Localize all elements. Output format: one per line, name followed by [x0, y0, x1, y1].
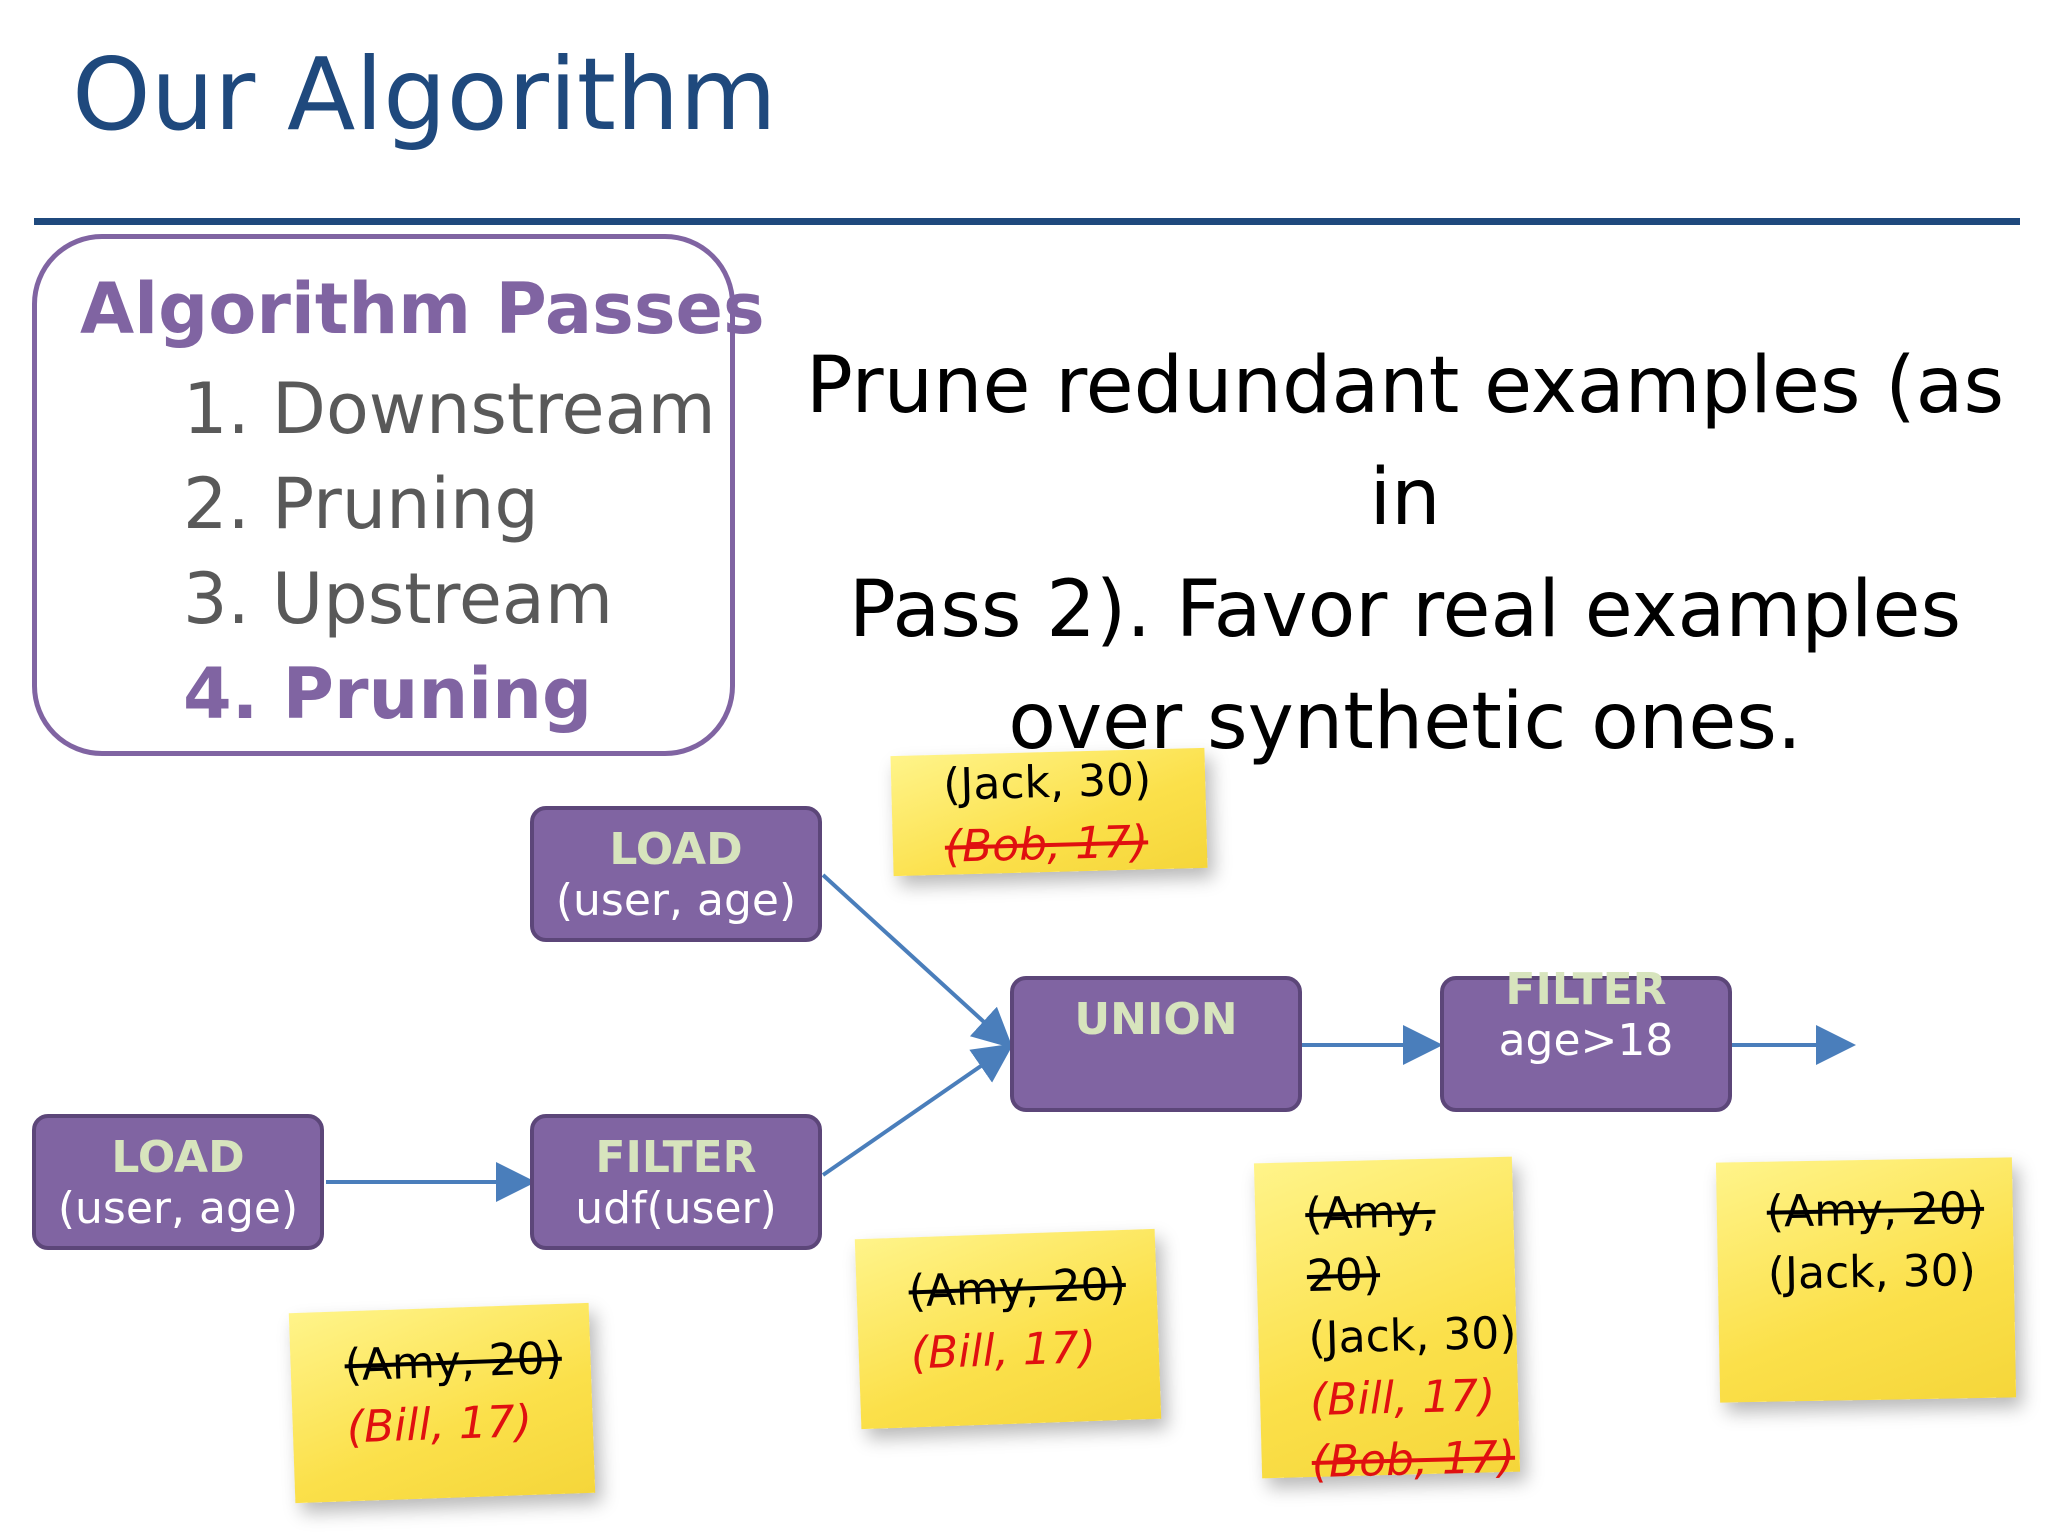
tuple-synthetic-pruned: (Bob, 17) [1311, 1431, 1516, 1489]
operator-name: LOAD [609, 824, 743, 875]
tuple-synthetic: (Bill, 17) [1309, 1370, 1496, 1427]
algorithm-passes-heading: Algorithm Passes [80, 268, 765, 350]
operator-name: UNION [1074, 994, 1238, 1045]
operator-detail: (user, age) [57, 1183, 299, 1234]
sticky-note-output: (Amy, 20) (Jack, 30) [1715, 1157, 2017, 1403]
operator-name: LOAD [111, 1132, 245, 1183]
tuple-real: (Jack, 30) [942, 754, 1152, 811]
load-operator-top[interactable]: LOAD (user, age) [530, 806, 822, 942]
pass-description: Prune redundant examples (as in Pass 2).… [780, 330, 2030, 778]
pass-item-pruning-active: 4. Pruning [183, 653, 593, 735]
filter-udf-operator[interactable]: FILTER udf(user) [530, 1114, 822, 1250]
tuple-synthetic-pruned: (Bob, 17) [944, 816, 1149, 873]
sticky-note-load-top: (Jack, 30) (Bob, 17) [890, 747, 1208, 877]
pass-item-upstream: 3. Upstream [183, 558, 614, 640]
union-operator[interactable]: UNION [1010, 976, 1302, 1112]
tuple-synthetic: (Bill, 17) [909, 1321, 1097, 1380]
operator-detail: (user, age) [555, 875, 797, 926]
operator-name: FILTER [1505, 964, 1667, 1015]
operator-detail: udf(user) [575, 1183, 777, 1234]
tuple-real-pruned: (Amy, 20) [1304, 1185, 1437, 1303]
tuple-real: (Jack, 30) [1307, 1307, 1518, 1365]
tuple-synthetic: (Bill, 17) [345, 1395, 533, 1454]
pass-item-pruning: 2. Pruning [183, 463, 539, 545]
description-line-1: Prune redundant examples (as in [805, 341, 2005, 543]
arrow-load-to-union [821, 873, 1013, 1049]
tuple-real: (Jack, 30) [1767, 1245, 1977, 1300]
pass-item-downstream: 1. Downstream [183, 368, 716, 450]
arrow-filter-to-union [821, 1043, 1014, 1177]
tuple-real-pruned: (Amy, 20) [1766, 1182, 1985, 1238]
sticky-note-filter-udf: (Amy, 20) (Bill, 17) [854, 1228, 1162, 1430]
description-line-2: Pass 2). Favor real examples [848, 565, 1962, 655]
algorithm-passes-box [32, 234, 735, 756]
title-divider [34, 218, 2020, 225]
filter-age-operator[interactable]: FILTER age>18 [1440, 964, 1732, 1112]
operator-detail: age>18 [1498, 1015, 1674, 1066]
slide-title: Our Algorithm [72, 36, 777, 153]
tuple-real-pruned: (Amy, 20) [907, 1258, 1127, 1318]
load-operator-bottom[interactable]: LOAD (user, age) [32, 1114, 324, 1250]
sticky-note-load-bottom: (Amy, 20) (Bill, 17) [288, 1302, 596, 1504]
sticky-note-union: (Amy, 20) (Jack, 30) (Bill, 17) (Bob, 17… [1253, 1156, 1521, 1488]
tuple-real-pruned: (Amy, 20) [343, 1332, 563, 1392]
operator-name: FILTER [595, 1132, 757, 1183]
